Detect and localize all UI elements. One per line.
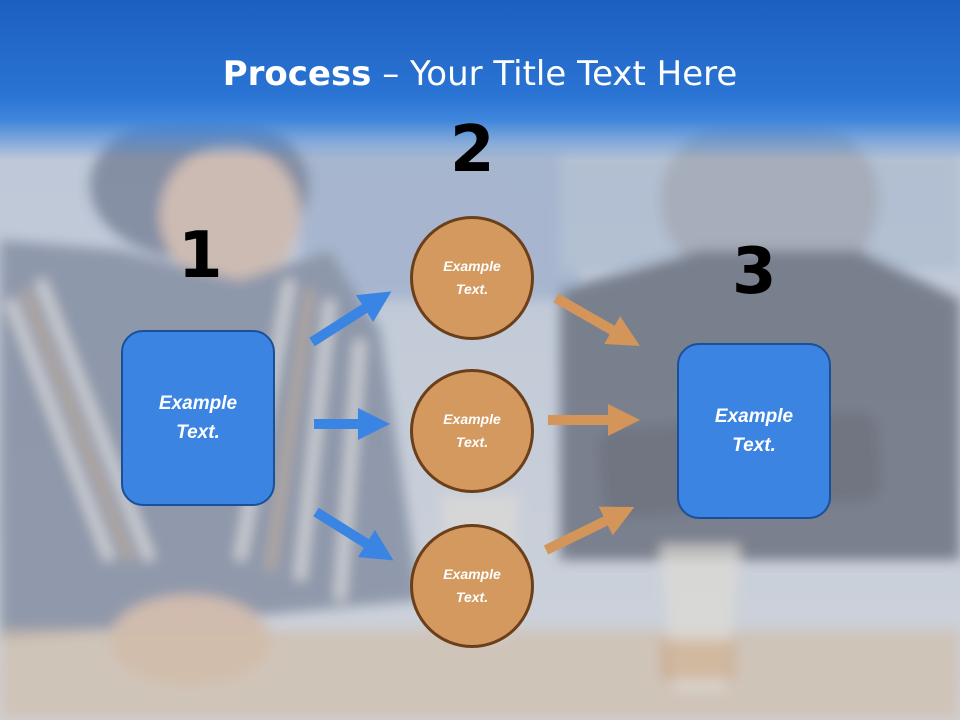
step-2-circle-middle: Example Text. bbox=[410, 369, 534, 493]
step-2-circle-top-text: Example Text. bbox=[443, 258, 501, 297]
arrow-2c-to-3 bbox=[543, 506, 635, 555]
step-2-circle-bottom: Example Text. bbox=[410, 524, 534, 648]
step-2-circle-top: Example Text. bbox=[410, 216, 534, 340]
step-2-circle-middle-text: Example Text. bbox=[443, 411, 501, 450]
arrow-1-to-2c bbox=[313, 507, 394, 561]
step-1-text: Example Text. bbox=[158, 393, 238, 443]
title-bold: Process bbox=[222, 54, 372, 94]
step-1-box: Example Text. bbox=[121, 330, 275, 506]
title-rest: – Your Title Text Here bbox=[371, 54, 738, 94]
step-number-3: 3 bbox=[732, 235, 777, 309]
step-number-2: 2 bbox=[450, 113, 495, 187]
arrow-2a-to-3 bbox=[553, 293, 640, 346]
step-2-circle-bottom-text: Example Text. bbox=[443, 566, 501, 605]
slide-title: Process – Your Title Text Here bbox=[0, 52, 960, 96]
title-band bbox=[0, 0, 960, 160]
step-number-1: 1 bbox=[178, 219, 223, 293]
arrow-1-to-2a bbox=[309, 291, 392, 347]
step-3-text: Example Text. bbox=[714, 406, 794, 456]
step-3-box: Example Text. bbox=[677, 343, 831, 519]
